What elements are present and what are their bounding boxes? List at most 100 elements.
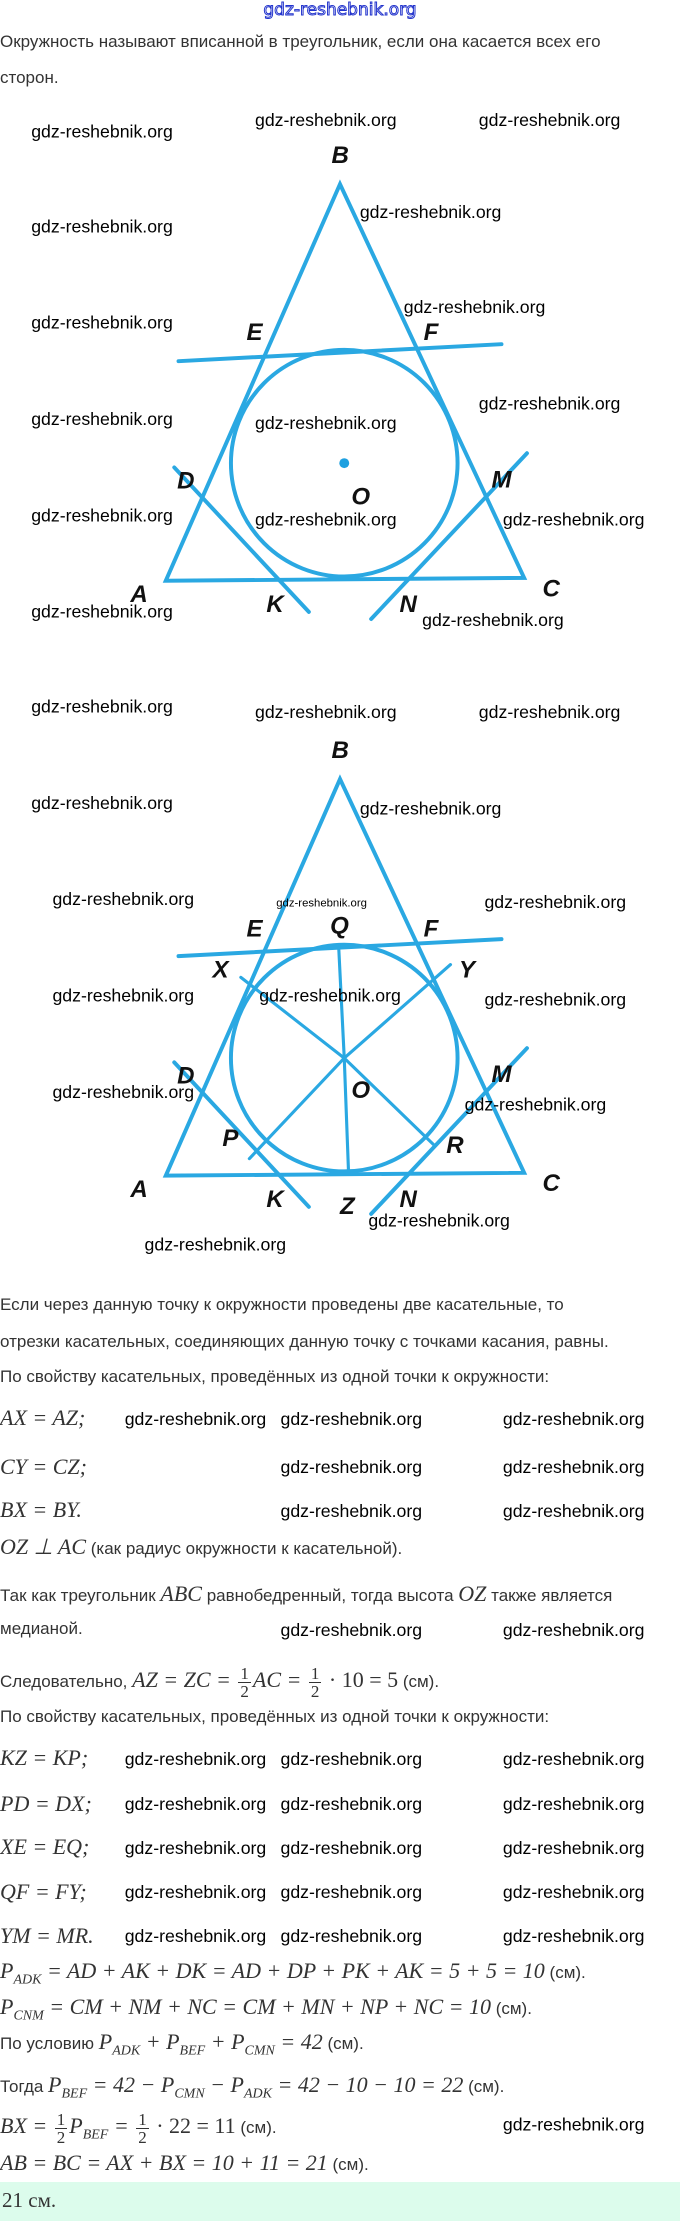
eq-p-adk: PADK = AD + AK + DK = AD + DP + PK + AK … <box>0 1958 586 1988</box>
tangent-dk <box>172 465 311 614</box>
watermark: gdz-reshebnik.org <box>479 393 621 413</box>
eq-ax-az: AX = AZ; <box>0 1405 86 1430</box>
label-P: P <box>222 1125 239 1152</box>
watermark: gdz-reshebnik.org <box>281 1882 423 1902</box>
label-N: N <box>399 591 417 618</box>
label-R: R <box>446 1132 464 1159</box>
label-D: D <box>177 1063 194 1090</box>
watermark: gdz-reshebnik.org <box>422 610 564 630</box>
label-D: D <box>177 468 194 495</box>
label-Q: Q <box>330 912 349 939</box>
watermark: gdz-reshebnik.org <box>125 1882 267 1902</box>
watermark: gdz-reshebnik.org <box>255 110 397 130</box>
eq-ym-mr: YM = MR. <box>0 1923 94 1948</box>
watermarks: gdz-reshebnik.org gdz-reshebnik.org gdz-re… <box>31 110 644 2134</box>
watermark: gdz-reshebnik.org <box>52 1082 194 1102</box>
label-X: X <box>211 956 231 983</box>
watermark: gdz-reshebnik.org <box>503 1926 645 1946</box>
triangle-abc <box>162 774 528 1178</box>
watermark: gdz-reshebnik.org <box>276 898 367 910</box>
inscribed-circle <box>228 347 460 579</box>
watermark: gdz-reshebnik.org <box>281 1838 423 1858</box>
tangent-mn <box>369 1046 529 1216</box>
eq-xe-eq: XE = EQ; <box>0 1834 90 1859</box>
solution-p6: По условию PADK + PBEF + PCMN = 42 (см). <box>0 2029 364 2059</box>
watermark: gdz-reshebnik.org <box>360 798 502 818</box>
label-B: B <box>332 142 349 169</box>
solution-p3-end: медианой. <box>0 1619 83 1638</box>
watermark: gdz-reshebnik.org <box>404 297 546 317</box>
figure-1: B E F D M O A K N C <box>129 142 561 621</box>
watermark: gdz-reshebnik.org <box>503 510 645 530</box>
label-C: C <box>543 575 561 602</box>
watermark: gdz-reshebnik.org <box>255 510 397 530</box>
watermark: gdz-reshebnik.org <box>255 413 397 433</box>
solution-p3: Так как треугольник ABC равнобедренный, … <box>0 1581 613 1606</box>
watermark: gdz-reshebnik.org <box>52 985 194 1005</box>
center-point <box>339 458 350 469</box>
eq-oz-perp: OZ ⊥ AC (как радиус окружности к касател… <box>0 1534 403 1559</box>
label-O: O <box>351 483 370 510</box>
figure-2: B E Q F X Y D M O P R A K Z N C <box>129 737 560 1220</box>
watermark: gdz-reshebnik.org <box>31 696 173 716</box>
watermark: gdz-reshebnik.org <box>281 1926 423 1946</box>
label-E: E <box>247 319 264 346</box>
watermark: gdz-reshebnik.org <box>281 1501 423 1521</box>
watermark: gdz-reshebnik.org <box>31 793 173 813</box>
watermark: gdz-reshebnik.org <box>479 110 621 130</box>
watermark: gdz-reshebnik.org <box>281 1794 423 1814</box>
solution-p1a: Если через данную точку к окружности про… <box>0 1295 564 1314</box>
label-A: A <box>129 581 147 608</box>
watermark: gdz-reshebnik.org <box>255 702 397 722</box>
watermark: gdz-reshebnik.org <box>125 1749 267 1769</box>
eq-kz-kp: KZ = KP; <box>0 1745 89 1770</box>
site-watermark-header: gdz-reshebnik.org <box>263 0 417 21</box>
radii <box>239 943 453 1173</box>
watermark: gdz-reshebnik.org <box>368 1211 510 1231</box>
intro-line-2: сторон. <box>0 68 59 87</box>
watermark: gdz-reshebnik.org <box>31 505 173 525</box>
eq-cy-cz: CY = CZ; <box>0 1454 87 1479</box>
watermark: gdz-reshebnik.org <box>503 1882 645 1902</box>
watermark: gdz-reshebnik.org <box>125 1926 267 1946</box>
tangent-ef <box>176 342 504 364</box>
watermark: gdz-reshebnik.org <box>503 1794 645 1814</box>
label-E: E <box>247 915 264 942</box>
eq-ab: AB = BC = AX + BX = 10 + 11 = 21 (см). <box>0 2150 369 2175</box>
label-O: O <box>351 1077 370 1104</box>
watermark: gdz-reshebnik.org <box>503 1620 645 1640</box>
watermark: gdz-reshebnik.org <box>31 409 173 429</box>
watermark: gdz-reshebnik.org <box>503 2114 645 2134</box>
watermark: gdz-reshebnik.org <box>281 1457 423 1477</box>
tangent-dk <box>172 1060 311 1209</box>
watermark: gdz-reshebnik.org <box>360 202 502 222</box>
solution-p1b: отрезки касательных, соединяющих данную … <box>0 1332 609 1351</box>
watermark: gdz-reshebnik.org <box>125 1409 267 1429</box>
watermark: gdz-reshebnik.org <box>31 121 173 141</box>
label-M: M <box>492 1061 513 1088</box>
inscribed-circle <box>228 942 460 1174</box>
eq-bx-by: BX = BY. <box>0 1497 82 1522</box>
watermark: gdz-reshebnik.org <box>503 1838 645 1858</box>
watermark: gdz-reshebnik.org <box>503 1501 645 1521</box>
eq-pd-dx: PD = DX; <box>0 1791 92 1816</box>
solution-p7: Тогда PBEF = 42 − PCMN − PADK = 42 − 10 … <box>0 2072 505 2102</box>
solution-p5: По свойству касательных, проведённых из … <box>0 1707 550 1726</box>
watermark: gdz-reshebnik.org <box>125 1838 267 1858</box>
label-K: K <box>266 1186 285 1213</box>
label-Z: Z <box>339 1193 356 1220</box>
watermark: gdz-reshebnik.org <box>31 313 173 333</box>
label-F: F <box>424 319 440 346</box>
watermark: gdz-reshebnik.org <box>503 1409 645 1429</box>
label-Y: Y <box>459 956 477 983</box>
eq-p-cnm: PCNM = CM + NM + NC = CM + MN + NP + NC … <box>0 1994 532 2024</box>
label-N: N <box>399 1186 417 1213</box>
intro-line-1: Окружность называют вписанной в треуголь… <box>0 32 601 51</box>
triangle-abc <box>162 179 528 583</box>
answer-box: 21 см. <box>0 2182 680 2221</box>
label-K: K <box>266 591 285 618</box>
watermark: gdz-reshebnik.org <box>484 990 626 1010</box>
watermark: gdz-reshebnik.org <box>484 892 626 912</box>
